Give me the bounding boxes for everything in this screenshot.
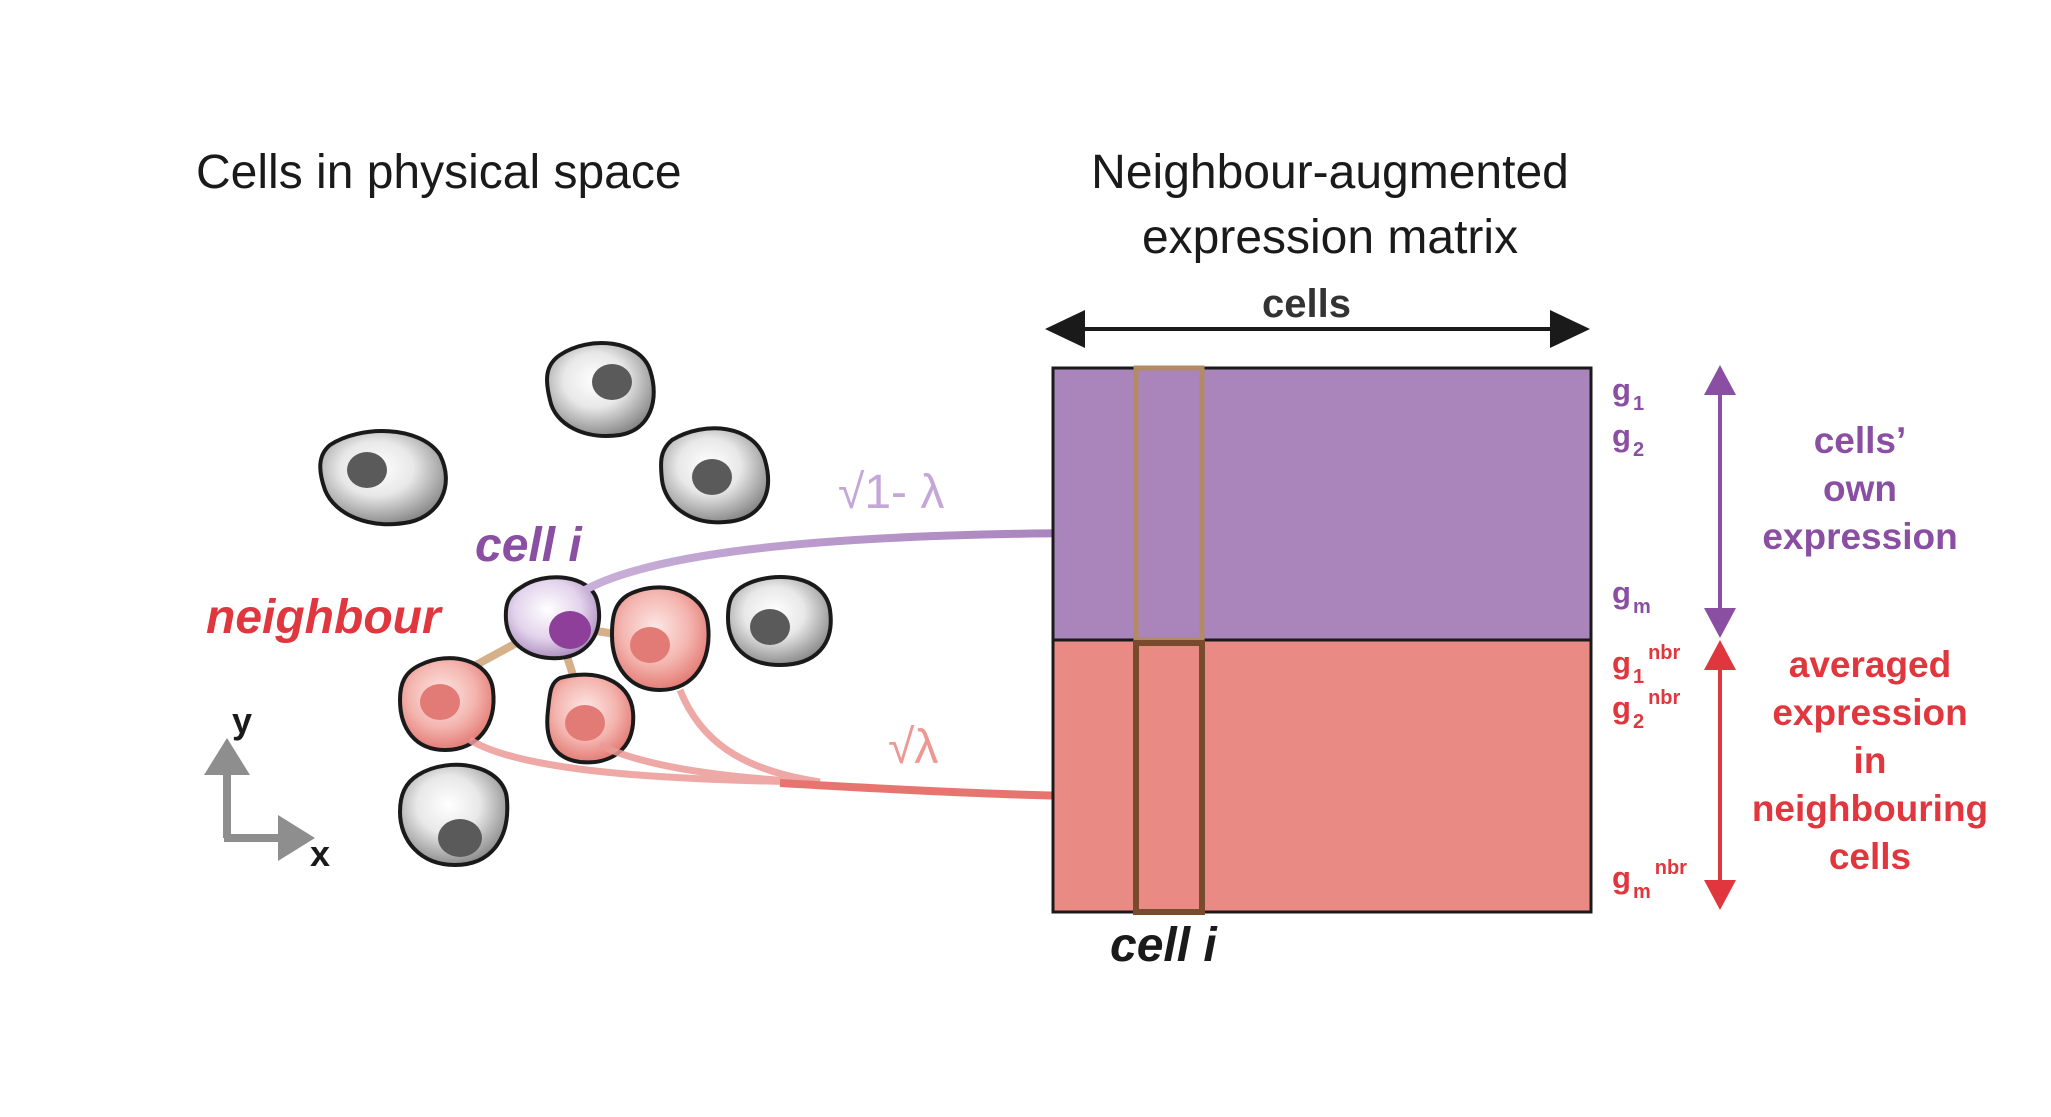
own-expression-line: cells’	[1813, 420, 1907, 461]
neighbour-expression-range-arrow	[1704, 640, 1736, 910]
neighbour-cell	[545, 672, 636, 765]
own-expression-block	[1053, 368, 1591, 640]
neighbour-flow-lines	[468, 688, 821, 786]
right-title-line1: Neighbour-augmented	[1091, 146, 1569, 199]
expression-matrix	[1051, 365, 1593, 915]
left-title: Cells in physical space	[196, 146, 682, 199]
cell-i	[503, 575, 602, 661]
neighbour-weight-label: √λ	[888, 721, 939, 774]
right-title-line2: expression matrix	[1141, 211, 1519, 264]
cells-axis-label: cells	[1262, 282, 1351, 326]
matrix-cell-i-label: cell i	[1110, 919, 1217, 972]
neighbour-expression-line: averaged	[1788, 644, 1952, 685]
xy-axes	[204, 738, 315, 861]
neighbour-expression-line: cells	[1828, 836, 1912, 877]
cell-i-column-neighbour	[1133, 640, 1205, 915]
neighbour-expression-line: expression	[1772, 692, 1968, 733]
own-weight-arrow-line	[583, 529, 1081, 594]
own-expression-range-arrow	[1704, 365, 1736, 638]
neighbour-cell	[609, 585, 711, 693]
neighbour-label: neighbour	[206, 591, 441, 644]
grey-cell	[545, 341, 656, 438]
y-axis-label: y	[232, 700, 253, 741]
cell-i-label: cell i	[475, 519, 582, 572]
neighbour-weight-arrow-line	[779, 779, 1081, 800]
cells-axis-arrow	[1045, 310, 1590, 348]
neighbour-expression-line: neighbouring	[1751, 788, 1989, 829]
grey-cell	[318, 429, 448, 527]
x-axis-label: x	[310, 833, 331, 874]
own-expression-line: own	[1823, 468, 1897, 509]
neighbour-cell	[397, 656, 496, 753]
grey-cell	[659, 426, 771, 525]
grey-cell	[397, 762, 510, 868]
grey-cell	[725, 575, 833, 668]
neighbour-expression-line: in	[1853, 740, 1887, 781]
own-expression-line: expression	[1762, 516, 1958, 557]
own-weight-label: √1- λ	[838, 466, 945, 519]
neighbour-expression-block	[1053, 640, 1591, 912]
